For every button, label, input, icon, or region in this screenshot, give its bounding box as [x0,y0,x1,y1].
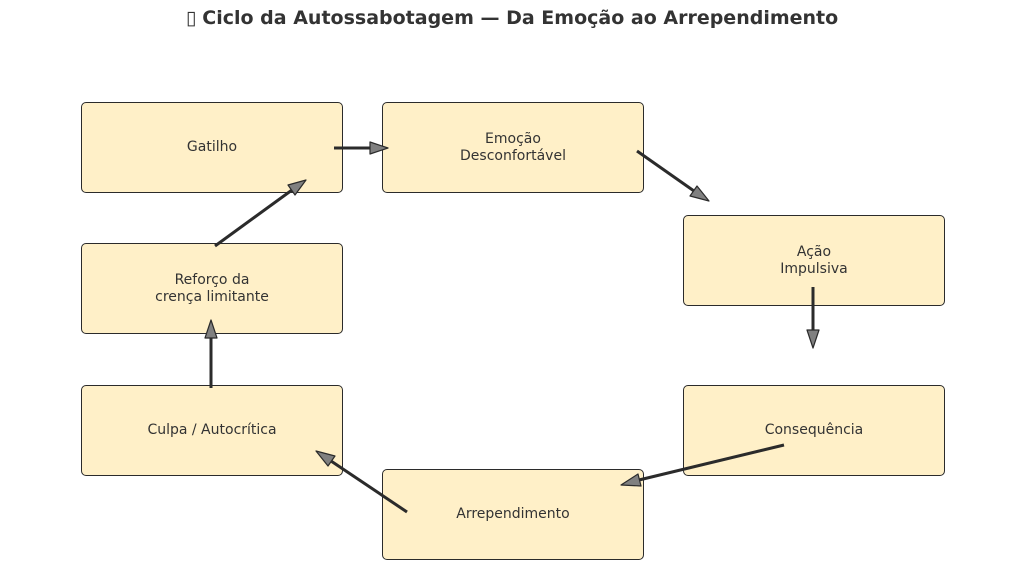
node-arrependimento: Arrependimento [382,469,644,560]
arrow-arrependimento-to-culpa-line [330,459,408,514]
diagram-title: ▯Ciclo da Autossabotagem — Da Emoção ao … [0,7,1024,29]
node-label-emocao-desconfortavel: Emoção Desconfortável [460,130,566,164]
node-emocao-desconfortavel: Emoção Desconfortável [382,102,644,193]
arrow-gatilho-to-emocao-head [369,141,389,155]
missing-glyph-icon: ▯ [185,7,197,29]
node-label-acao-impulsiva: Ação Impulsiva [780,243,848,277]
arrow-arrependimento-to-culpa-head [315,450,336,467]
arrow-reforco-to-gatilho-head [287,179,307,196]
node-label-reforco-crenca-limitante: Reforço da crença limitante [155,271,269,305]
node-label-gatilho: Gatilho [186,139,238,155]
arrow-emocao-to-acao-head [689,185,710,202]
node-label-consequencia: Consequência [764,422,864,438]
arrow-consequencia-to-arrependimento-head [620,473,642,487]
node-label-arrependimento: Arrependimento [456,506,570,522]
node-label-culpa-autocritica: Culpa / Autocrítica [147,422,277,438]
node-gatilho: Gatilho [81,102,343,193]
arrow-consequencia-to-arrependimento-line [638,443,785,482]
diagram-title-text: Ciclo da Autossabotagem — Da Emoção ao A… [202,7,839,29]
node-culpa-autocritica: Culpa / Autocrítica [81,385,343,476]
arrow-emocao-to-acao-line [636,149,695,193]
arrow-reforco-to-gatilho-line [214,188,293,248]
node-consequencia: Consequência [683,385,945,476]
node-reforco-crenca-limitante: Reforço da crença limitante [81,243,343,334]
arrow-culpa-to-reforco-head [204,319,218,339]
arrow-acao-to-consequencia-head [806,329,820,349]
